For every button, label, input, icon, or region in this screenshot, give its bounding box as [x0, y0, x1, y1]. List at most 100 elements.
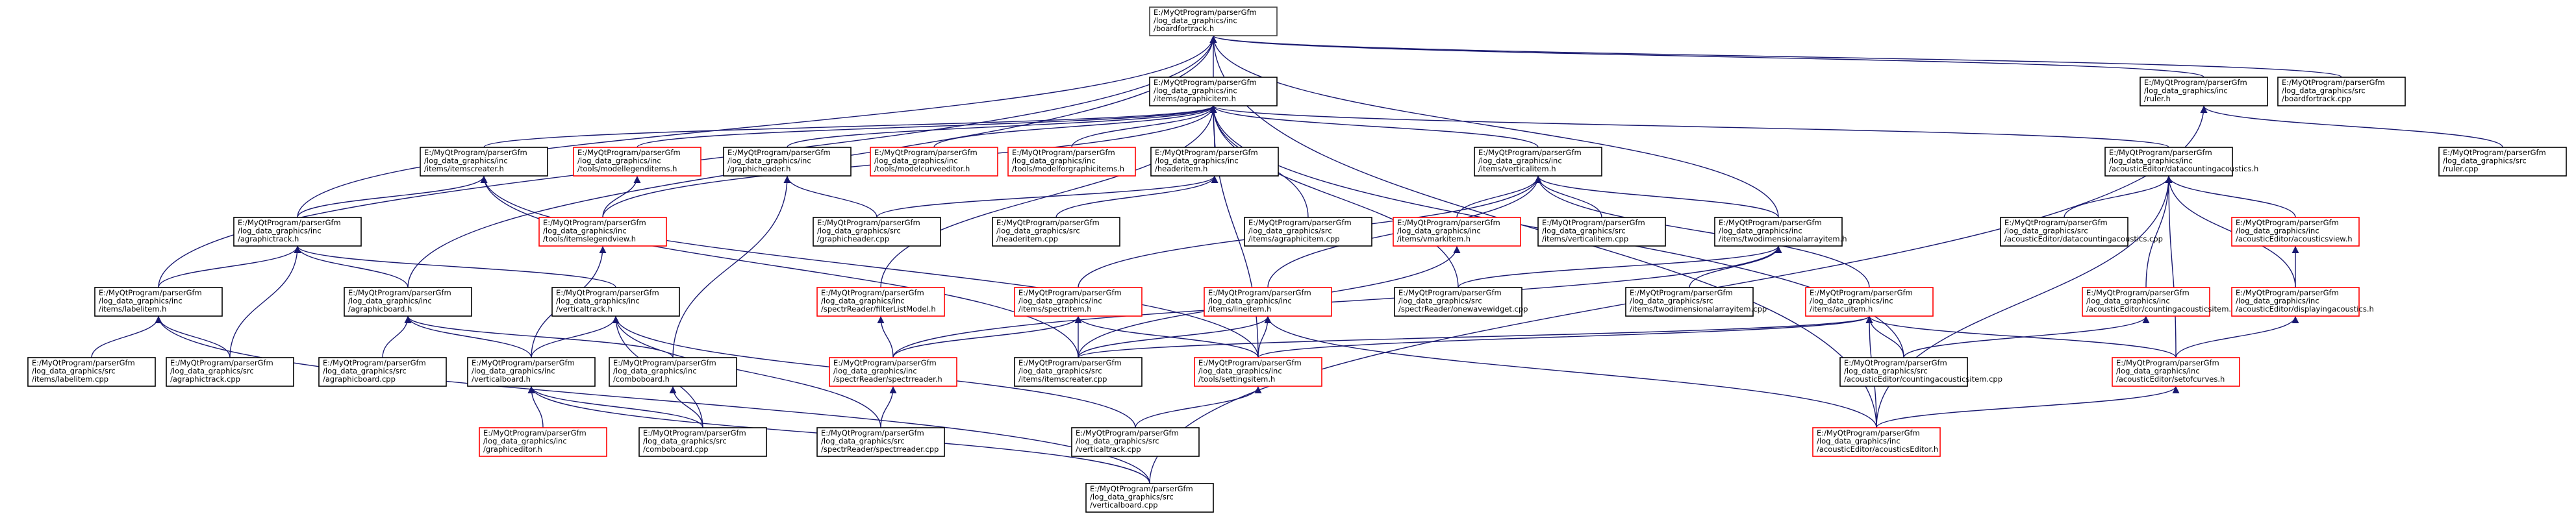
node-comboboard-h[interactable]: E:/MyQtProgram/parserGfm/log_data_graphi… [609, 357, 737, 387]
node-countingacousticsitem-h[interactable]: E:/MyQtProgram/parserGfm/log_data_graphi… [2082, 287, 2236, 317]
edge-settingsitem-h-to-acuitem-h [1257, 315, 1873, 358]
node-box [1244, 217, 1372, 247]
node-label-line: /acousticEditor/datacountingacoustics.h [2109, 164, 2258, 173]
edge-acousticseditor-h-to-setofcurves-h [1876, 386, 2180, 428]
node-box [813, 217, 941, 247]
node-label-line: E:/MyQtProgram/parserGfm [2116, 358, 2219, 367]
node-label-line: /log_data_graphics/inc [1198, 367, 1282, 376]
node-box [166, 357, 294, 387]
node-verticaltrack-cpp[interactable]: E:/MyQtProgram/parserGfm/log_data_graphi… [1071, 427, 1200, 457]
node-box [2231, 217, 2360, 247]
node-label-line: /graphicheader.cpp [817, 234, 889, 243]
node-spectrreader-h[interactable]: E:/MyQtProgram/parserGfm/log_data_graphi… [829, 357, 957, 387]
node-box [2104, 147, 2233, 177]
node-spectritem-h[interactable]: E:/MyQtProgram/parserGfm/log_data_graphi… [1014, 287, 1143, 317]
node-headeritem-h[interactable]: E:/MyQtProgram/parserGfm/log_data_graphi… [1150, 147, 1279, 177]
node-twodimensionalarrayitem-cpp[interactable]: E:/MyQtProgram/parserGfm/log_data_graphi… [1625, 287, 1767, 317]
node-onewavewidget-cpp[interactable]: E:/MyQtProgram/parserGfm/log_data_graphi… [1394, 287, 1528, 317]
node-itemslegendview-h[interactable]: E:/MyQtProgram/parserGfm/log_data_graphi… [538, 217, 667, 247]
node-label-line: /tools/modelforgraphicitems.h [1012, 164, 1124, 173]
node-label-line: /log_data_graphics/inc [2109, 156, 2193, 166]
node-box [1085, 483, 1214, 513]
node-box [233, 217, 362, 247]
edge-labelitem-cpp-to-labelitem-h [91, 315, 162, 358]
node-label-line: E:/MyQtProgram/parserGfm [817, 218, 920, 227]
node-label-line: E:/MyQtProgram/parserGfm [323, 358, 426, 367]
node-agraphicitem[interactable]: E:/MyQtProgram/parserGfm/log_data_graphi… [1149, 77, 1278, 106]
node-label-line: /boardfortrack.h [1154, 24, 1214, 33]
node-label-line: E:/MyQtProgram/parserGfm [348, 288, 451, 297]
node-label-line: /log_data_graphics/inc [2144, 86, 2228, 95]
edge-spectrreader-h-to-spectritem-h [892, 315, 1082, 358]
node-agraphictrack-cpp[interactable]: E:/MyQtProgram/parserGfm/log_data_graphi… [166, 357, 294, 387]
node-verticalitem-h[interactable]: E:/MyQtProgram/parserGfm/log_data_graphi… [1474, 147, 1602, 177]
node-agraphicitem-cpp[interactable]: E:/MyQtProgram/parserGfm/log_data_graphi… [1244, 217, 1372, 247]
node-verticalboard-cpp[interactable]: E:/MyQtProgram/parserGfm/log_data_graphi… [1085, 483, 1214, 513]
node-acousticseditor-h[interactable]: E:/MyQtProgram/parserGfm/log_data_graphi… [1812, 427, 1941, 457]
node-datacountingacoustics-h[interactable]: E:/MyQtProgram/parserGfm/log_data_graphi… [2104, 147, 2258, 177]
node-itemscreater-cpp[interactable]: E:/MyQtProgram/parserGfm/log_data_graphi… [1014, 357, 1143, 387]
edge-vmarkitem-h-to-verticalitem-h [1456, 175, 1542, 218]
node-label-line: /items/itemscreater.cpp [1018, 375, 1107, 384]
node-label-line: E:/MyQtProgram/parserGfm [821, 288, 924, 297]
node-label-line: /log_data_graphics/inc [472, 367, 555, 376]
node-label-line: /items/spectritem.h [1018, 304, 1092, 313]
node-displayingacoustics-h[interactable]: E:/MyQtProgram/parserGfm/log_data_graphi… [2231, 287, 2374, 317]
edge-onewavewidget-cpp-to-twodimensionalarrayitem-h [1458, 245, 1782, 288]
edge-modelforgraphicitems-to-agraphicitem [1071, 105, 1217, 148]
node-verticalboard-h[interactable]: E:/MyQtProgram/parserGfm/log_data_graphi… [467, 357, 596, 387]
node-filterlistmodel-h[interactable]: E:/MyQtProgram/parserGfm/log_data_graphi… [816, 287, 945, 317]
node-modelforgraphicitems[interactable]: E:/MyQtProgram/parserGfm/log_data_graphi… [1007, 147, 1136, 177]
node-countingacousticsitem-cpp[interactable]: E:/MyQtProgram/parserGfm/log_data_graphi… [1839, 357, 2002, 387]
node-labelitem-h[interactable]: E:/MyQtProgram/parserGfm/log_data_graphi… [94, 287, 223, 317]
node-verticalitem-cpp[interactable]: E:/MyQtProgram/parserGfm/log_data_graphi… [1537, 217, 1666, 247]
node-modellegenditems[interactable]: E:/MyQtProgram/parserGfm/log_data_graphi… [573, 147, 701, 177]
node-label-line: /log_data_graphics/src [1018, 367, 1102, 376]
node-agraphicboard-cpp[interactable]: E:/MyQtProgram/parserGfm/log_data_graphi… [318, 357, 447, 387]
node-box [2231, 287, 2360, 317]
node-boardfortrack-cpp[interactable]: E:/MyQtProgram/parserGfm/log_data_graphi… [2277, 77, 2406, 106]
node-graphicheader-cpp[interactable]: E:/MyQtProgram/parserGfm/log_data_graphi… [813, 217, 941, 247]
node-box [1007, 147, 1136, 177]
node-label-line: /headeritem.cpp [996, 234, 1058, 243]
node-acousticsview-h[interactable]: E:/MyQtProgram/parserGfm/log_data_graphi… [2231, 217, 2360, 247]
node-agraphicboard-h[interactable]: E:/MyQtProgram/parserGfm/log_data_graphi… [344, 287, 472, 317]
node-verticaltrack-h[interactable]: E:/MyQtProgram/parserGfm/log_data_graphi… [551, 287, 680, 317]
node-acuitem-h[interactable]: E:/MyQtProgram/parserGfm/log_data_graphi… [1805, 287, 1934, 317]
node-datacountingacoustics-cpp[interactable]: E:/MyQtProgram/parserGfm/log_data_graphi… [2000, 217, 2163, 247]
node-headeritem-cpp[interactable]: E:/MyQtProgram/parserGfm/log_data_graphi… [992, 217, 1120, 247]
node-lineitem-h[interactable]: E:/MyQtProgram/parserGfm/log_data_graphi… [1204, 287, 1332, 317]
node-comboboard-cpp[interactable]: E:/MyQtProgram/parserGfm/log_data_graphi… [638, 427, 767, 457]
edge-countingacousticsitem-cpp-to-acuitem-h [1865, 315, 1904, 358]
node-box [344, 287, 472, 317]
edge-settingsitem-h-to-spectritem-h [1074, 315, 1259, 358]
node-label-line: /items/itemscreater.h [424, 164, 504, 173]
node-box [1014, 357, 1143, 387]
node-label-line: /items/lineitem.h [1208, 304, 1271, 313]
edge-labelitem-h-to-agraphictrack-h [158, 245, 301, 288]
node-vmarkitem-h[interactable]: E:/MyQtProgram/parserGfm/log_data_graphi… [1393, 217, 1521, 247]
node-itemscreater-h[interactable]: E:/MyQtProgram/parserGfm/log_data_graphi… [420, 147, 548, 177]
node-ruler-cpp[interactable]: E:/MyQtProgram/parserGfm/log_data_graphi… [2438, 147, 2567, 177]
node-twodimensionalarrayitem-h[interactable]: E:/MyQtProgram/parserGfm/log_data_graphi… [1714, 217, 1847, 247]
node-label-line: /items/twodimensionalarrayitem.h [1719, 234, 1847, 243]
node-label-line: E:/MyQtProgram/parserGfm [1155, 148, 1258, 157]
node-ruler-h[interactable]: E:/MyQtProgram/parserGfm/log_data_graphi… [2140, 77, 2268, 106]
node-label-line: /spectrReader/onewavewidget.cpp [1398, 304, 1528, 313]
node-label-line: E:/MyQtProgram/parserGfm [472, 358, 575, 367]
node-labelitem-cpp[interactable]: E:/MyQtProgram/parserGfm/log_data_graphi… [27, 357, 156, 387]
node-board[interactable]: E:/MyQtProgram/parserGfm/log_data_graphi… [1149, 6, 1278, 36]
node-settingsitem-h[interactable]: E:/MyQtProgram/parserGfm/log_data_graphi… [1194, 357, 1322, 387]
node-setofcurves-h[interactable]: E:/MyQtProgram/parserGfm/log_data_graphi… [2112, 357, 2240, 387]
node-box [723, 147, 852, 177]
node-modelcurveeditor[interactable]: E:/MyQtProgram/parserGfm/log_data_graphi… [870, 147, 998, 177]
node-graphiceditor-h[interactable]: E:/MyQtProgram/parserGfm/log_data_graphi… [479, 427, 607, 457]
node-spectrreader-cpp[interactable]: E:/MyQtProgram/parserGfm/log_data_graphi… [816, 427, 945, 457]
node-graphicheader-h[interactable]: E:/MyQtProgram/parserGfm/log_data_graphi… [723, 147, 852, 177]
node-box [638, 427, 767, 457]
node-label-line: /headeritem.h [1155, 164, 1207, 173]
node-agraphictrack-h[interactable]: E:/MyQtProgram/parserGfm/log_data_graphi… [233, 217, 362, 247]
node-label-line: /log_data_graphics/inc [1012, 156, 1096, 166]
node-label-line: /ruler.h [2144, 94, 2171, 103]
